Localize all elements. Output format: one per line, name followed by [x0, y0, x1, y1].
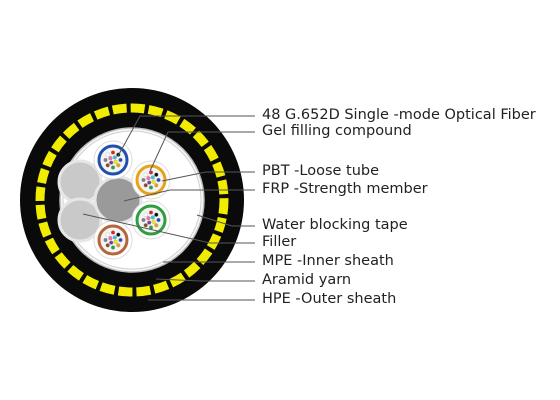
label-outer-sheath: HPE -Outer sheath — [262, 291, 397, 307]
label-gel-filling: Gel filling compound — [262, 123, 412, 139]
fiber-strand — [156, 217, 161, 223]
fiber-strand — [108, 156, 113, 161]
fiber-strand — [116, 232, 121, 237]
fiber-strand — [143, 212, 148, 217]
fiber-strand — [151, 219, 156, 224]
fiber-strand — [147, 180, 152, 185]
fiber-strand — [151, 179, 156, 184]
fiber-strand — [118, 237, 123, 243]
label-water-blocking-tape: Water blocking tape — [262, 217, 408, 233]
loose-tube-brown — [93, 220, 133, 260]
fiber-strand — [103, 237, 108, 243]
fiber-strand — [113, 159, 118, 164]
fiber-strand — [154, 223, 159, 228]
fiber-strand — [105, 243, 110, 248]
fiber-strand — [112, 235, 117, 240]
fiber-strand — [146, 216, 151, 221]
fiber-strand — [113, 239, 118, 244]
fiber-strand — [103, 157, 108, 163]
fiber-strand — [109, 160, 114, 165]
fibers-blue-tube — [103, 150, 123, 170]
leader-line-frp — [123, 189, 255, 202]
label-aramid-yarn: Aramid yarn — [262, 272, 352, 288]
fiber-strand — [154, 172, 159, 177]
fiber-strand — [148, 185, 154, 190]
fiber-strand — [108, 236, 113, 241]
fiber-strand — [154, 212, 159, 217]
fiber-strand — [105, 163, 110, 168]
fiber-strand — [110, 245, 116, 250]
fibers-brown-tube — [103, 230, 123, 250]
fiber-strand — [150, 215, 155, 220]
fiber-strand — [105, 232, 110, 237]
label-optical-fiber: 48 G.652D Single -mode Optical Fiber — [262, 107, 536, 123]
leader-line-filler — [82, 213, 255, 244]
fiber-strand — [147, 220, 152, 225]
fiber-strand — [150, 175, 155, 180]
fiber-strand — [148, 170, 154, 175]
leader-line-gel — [149, 131, 255, 172]
label-inner-sheath: MPE -Inner sheath — [262, 253, 394, 269]
fiber-strand — [148, 210, 154, 215]
fiber-strand — [110, 150, 116, 155]
fiber-strand — [110, 230, 116, 235]
fiber-strand — [143, 183, 148, 188]
label-strength-member: FRP -Strength member — [262, 181, 428, 197]
fiber-strand — [112, 155, 117, 160]
leader-line-optical-fiber — [117, 115, 255, 157]
fiber-strand — [141, 217, 146, 223]
fiber-strand — [110, 165, 116, 170]
filler-rod-bottom — [57, 197, 103, 243]
loose-tube-orange — [131, 160, 171, 200]
fiber-strand — [143, 172, 148, 177]
fiber-strand — [118, 157, 123, 163]
fiber-strand — [143, 223, 148, 228]
loose-tube-blue — [93, 140, 133, 180]
fiber-strand — [116, 163, 121, 168]
fiber-strand — [105, 152, 110, 157]
fiber-strand — [141, 177, 146, 183]
label-filler: Filler — [262, 234, 297, 250]
label-loose-tube: PBT -Loose tube — [262, 163, 380, 179]
leader-line-aramid — [155, 278, 255, 282]
fiber-strand — [146, 176, 151, 181]
fibers-orange-tube — [141, 170, 161, 190]
fiber-strand — [109, 240, 114, 245]
fiber-strand — [154, 183, 159, 188]
aramid-yarn-ring — [35, 103, 229, 297]
fibers-green-tube — [141, 210, 161, 230]
loose-tube-green — [131, 200, 171, 240]
fiber-strand — [116, 243, 121, 248]
leader-line-pbt — [161, 171, 255, 182]
fiber-strand — [156, 177, 161, 183]
leader-line-water-tape — [196, 214, 255, 227]
